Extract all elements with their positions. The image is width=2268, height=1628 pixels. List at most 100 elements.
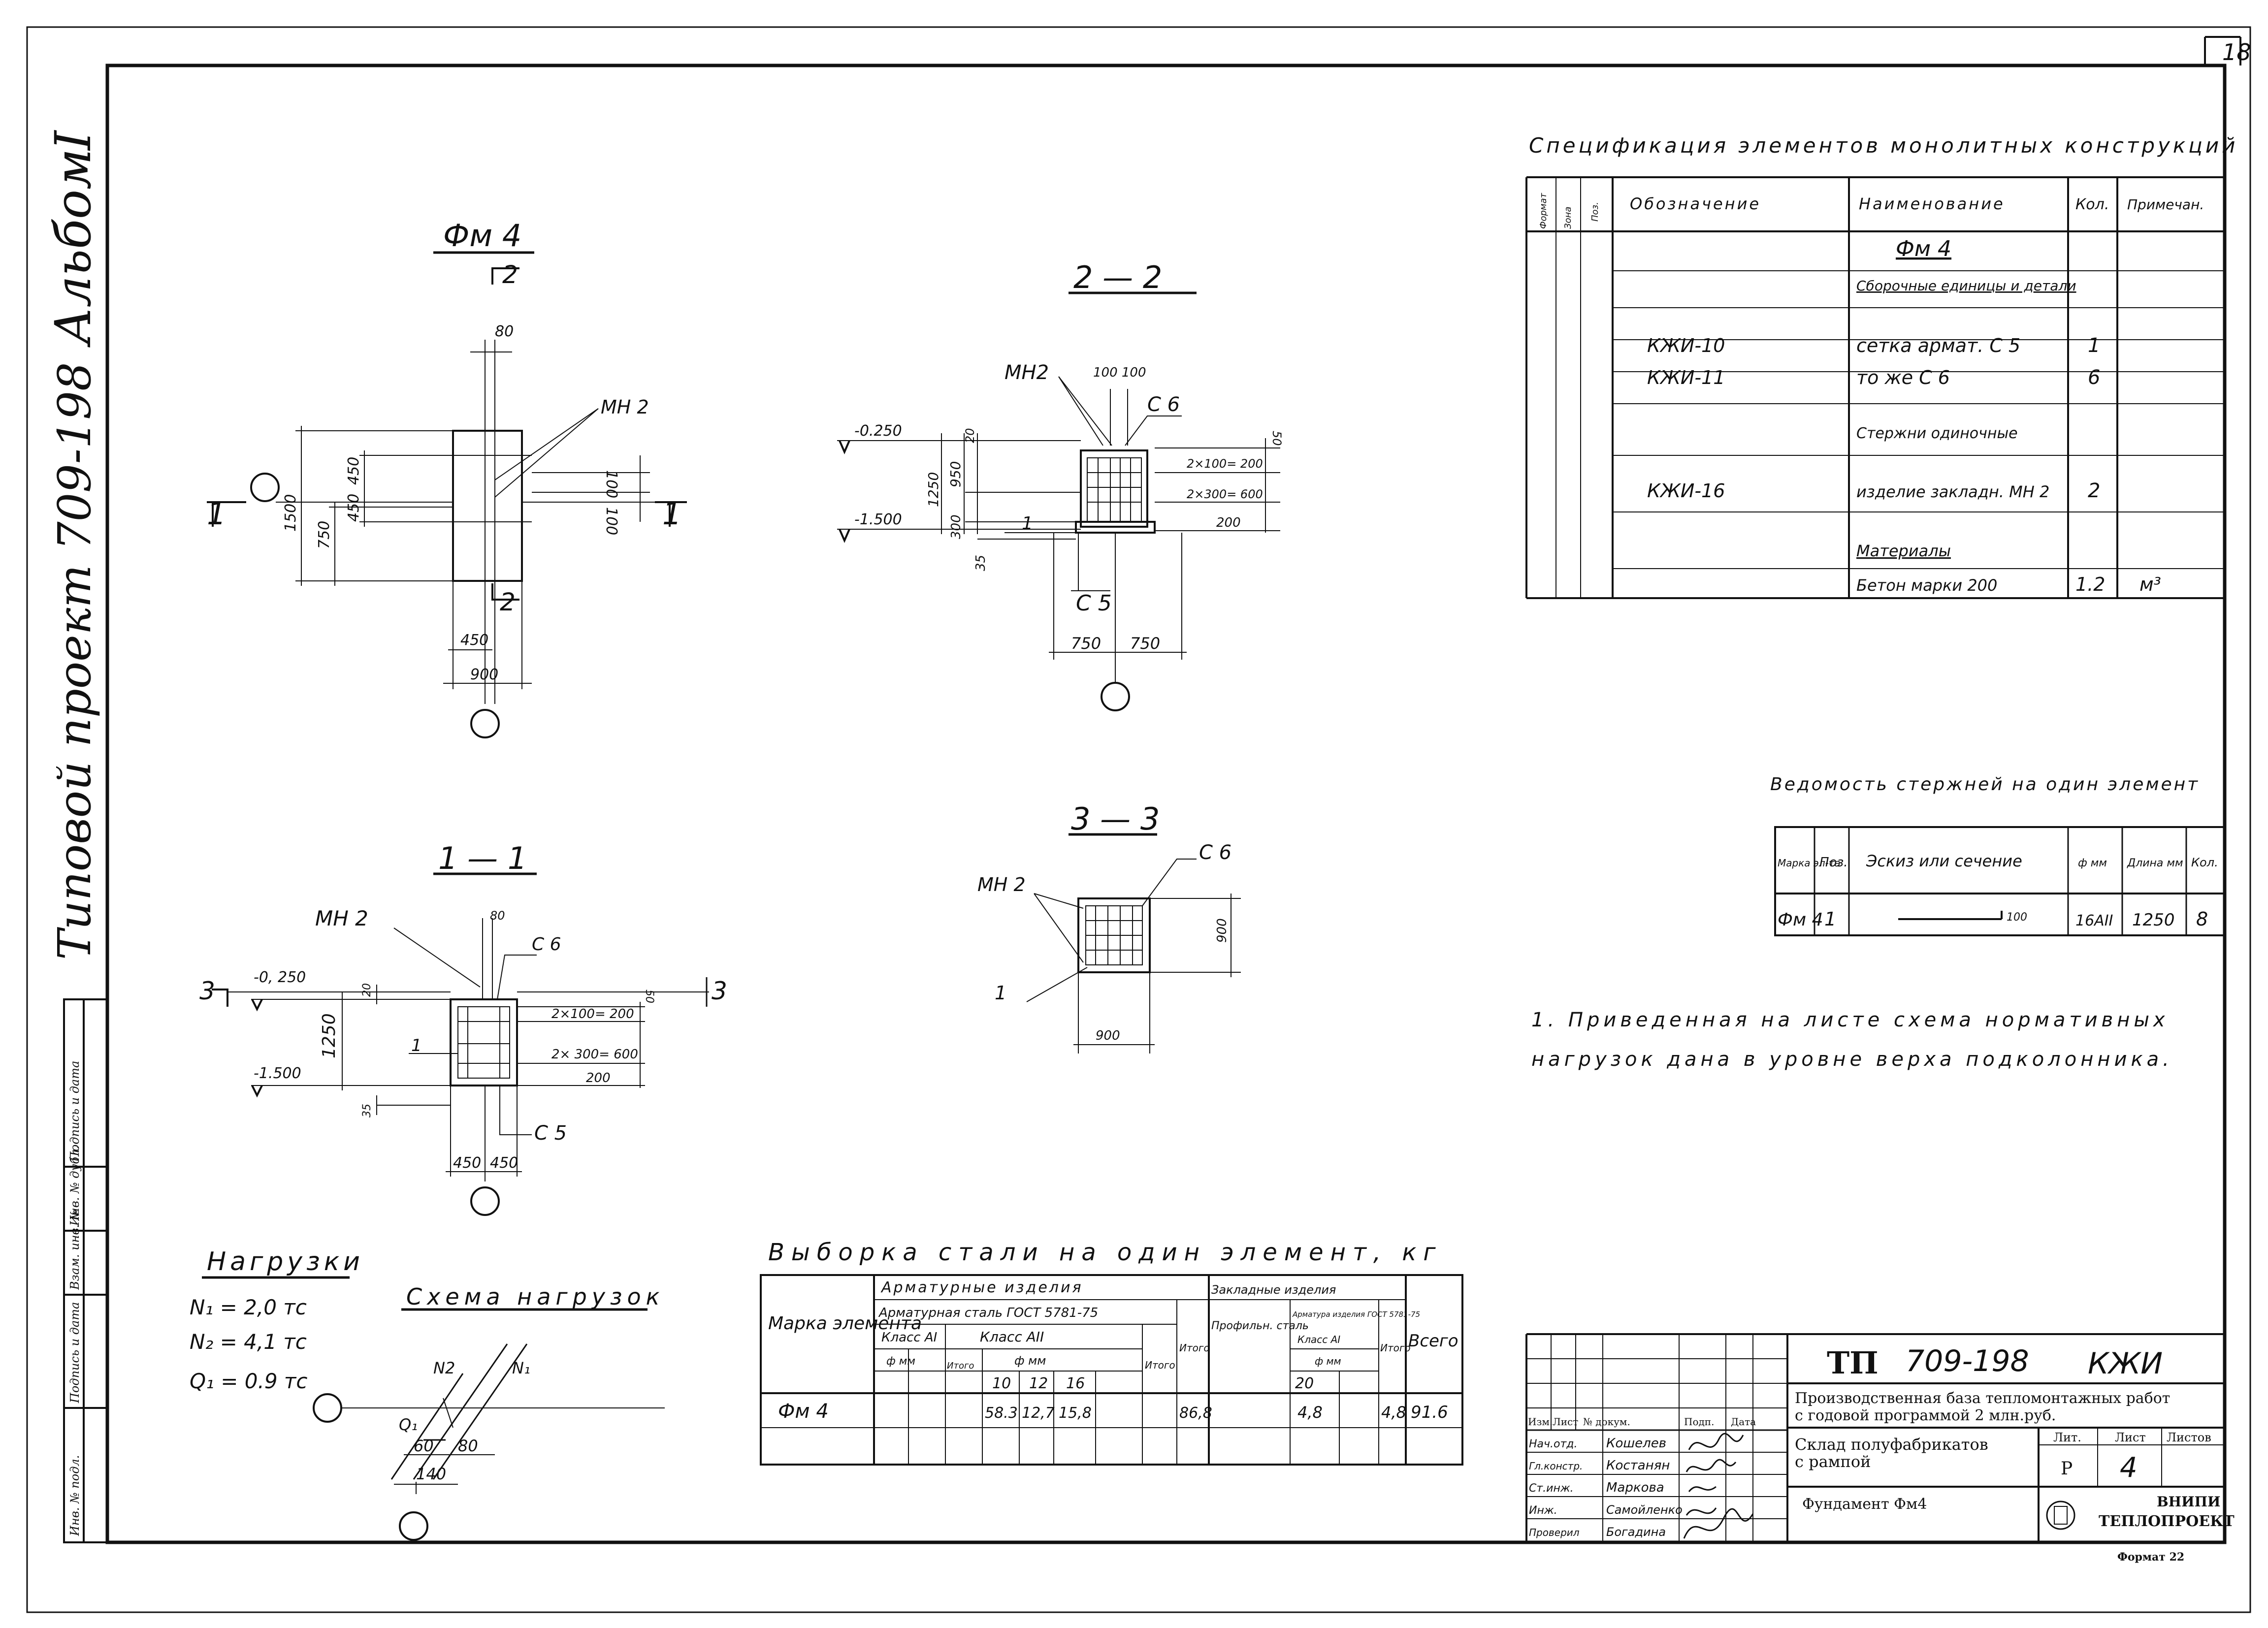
steel-h-embed-gost: Арматура изделия ГОСТ 5781-75 <box>1292 1310 1420 1319</box>
title-block <box>1525 1333 2225 1542</box>
spec-row-4-name: Стержни одиночные <box>1856 425 2018 442</box>
plan-section-2-bot: 2 <box>500 588 516 616</box>
s11-dim-2x300: 2× 300= 600 <box>551 1047 638 1062</box>
s22-level-bot: -1.500 <box>854 511 902 528</box>
spec-h-code: Обозначение <box>1630 194 1761 213</box>
spec-row-7-note: м³ <box>2139 574 2161 595</box>
spec-row-2-name: сетка армат. С 5 <box>1856 335 2020 356</box>
steel-h-total-aii: Итого <box>1145 1359 1175 1371</box>
plan-dim-100a: 100 <box>603 470 620 498</box>
s22-dim-20: 20 <box>963 428 977 443</box>
note-line-2: нагрузок дана в уровне верха подколонник… <box>1531 1048 2173 1071</box>
s11-title: 1 — 1 <box>438 840 527 876</box>
s22-dim-2x100: 2×100= 200 <box>1187 457 1263 471</box>
stamp-h-date: Дата <box>1731 1416 1756 1428</box>
s33-dim-900v: 900 <box>1215 918 1230 943</box>
steel-row-v20: 4,8 <box>1297 1403 1323 1422</box>
plan-dim-450: 450 <box>460 632 488 649</box>
stamp-lit-h: Лит. <box>2053 1431 2081 1444</box>
plan-section-1-right: 1 <box>662 496 681 532</box>
s11-dim-2x100: 2×100= 200 <box>551 1007 634 1021</box>
spec-row-0-name: Фм 4 <box>1896 236 1951 261</box>
steel-row-mark: Фм 4 <box>778 1400 829 1423</box>
spec-row-7-qty: 1.2 <box>2075 574 2105 595</box>
plan-dim-450b: 450 <box>345 494 362 522</box>
rods-h-sketch: Эскиз или сечение <box>1866 852 2022 870</box>
loads-title: Нагрузки <box>207 1247 364 1277</box>
s22-label-c6: С 6 <box>1147 393 1180 416</box>
s11-level-top: -0, 250 <box>254 969 306 986</box>
spec-row-7-name: Бетон марки 200 <box>1856 576 1997 595</box>
s22-dim-35: 35 <box>973 555 988 571</box>
rods-h-qty: Кол. <box>2191 856 2218 869</box>
steel-h-embed: Закладные изделия <box>1211 1283 1336 1297</box>
s11-dim-1250: 1250 <box>319 1013 339 1058</box>
stamp-role-3: Инж. <box>1529 1504 1557 1517</box>
stamp-code: 709-198 <box>1906 1344 2029 1378</box>
load-scheme-title: Схема нагрузок <box>406 1283 664 1310</box>
spec-table <box>1525 176 2225 599</box>
rods-h-len: Длина мм <box>2127 857 2183 869</box>
album-title: Альбом <box>44 149 102 348</box>
s22-label-mn2: МН2 <box>1004 361 1049 384</box>
rods-row-dia: 16АII <box>2075 912 2113 929</box>
s22-dim-750l: 750 <box>1071 634 1101 653</box>
s22-dim-750r: 750 <box>1130 634 1160 653</box>
s22-dim-100: 100 100 <box>1093 365 1146 380</box>
rods-row-mark: Фм 4 <box>1778 910 1823 930</box>
stamp-role-4: Проверил <box>1529 1527 1580 1538</box>
scheme-dim-80: 80 <box>458 1436 478 1455</box>
steel-row-v16: 15,8 <box>1059 1405 1092 1422</box>
stamp-project-line1: Производственная база тепломонтажных раб… <box>1795 1390 2170 1407</box>
load-n2: N₂ = 4,1 тс <box>190 1330 307 1354</box>
steel-h-total-ai: Итого <box>947 1361 974 1371</box>
stamp-project-line2: с годовой программой 2 млн.руб. <box>1795 1407 2056 1424</box>
plan-dim-750: 750 <box>316 521 333 549</box>
steel-row-v12: 12,7 <box>1022 1405 1055 1422</box>
stamp-name-1: Костанян <box>1606 1458 1670 1473</box>
spec-h-qty: Кол. <box>2075 196 2109 213</box>
steel-h-rebar-gost: Арматурная сталь ГОСТ 5781-75 <box>878 1306 1098 1320</box>
steel-dia-16: 16 <box>1066 1375 1085 1392</box>
scheme-n2: N2 <box>433 1359 455 1377</box>
scheme-n1: N₁ <box>512 1359 530 1377</box>
s33-mark-1: 1 <box>995 982 1006 1004</box>
stamp-h-sign: Подп. <box>1684 1416 1714 1428</box>
steel-dia-12: 12 <box>1029 1375 1048 1392</box>
album-number: I <box>44 129 102 151</box>
s22-dim-1250: 1250 <box>925 472 941 507</box>
s33-label-mn2: МН 2 <box>977 874 1026 895</box>
plan-label-mn2: МН 2 <box>601 396 649 418</box>
outer-trim-line <box>26 26 2251 1613</box>
steel-row-sum-rebar: 86,8 <box>1179 1405 1212 1422</box>
stamp-mark: КЖИ <box>2088 1346 2163 1381</box>
spec-row-3-code: КЖИ-11 <box>1647 367 1725 388</box>
steel-h-total-embed: Итого <box>1380 1342 1411 1354</box>
s22-title: 2 — 2 <box>1073 259 1162 295</box>
steel-h-dia-aii: ф мм <box>1014 1354 1046 1368</box>
side-label-4: Подпись и дата <box>68 1061 82 1162</box>
stamp-list: 4 <box>2120 1452 2138 1484</box>
project-number-vertical: Типовой проект 709-198 <box>48 362 101 960</box>
stamp-title-line2: с рампой <box>1795 1452 1871 1471</box>
org-logo <box>2046 1500 2075 1530</box>
stamp-role-2: Ст.инж. <box>1529 1482 1574 1495</box>
spec-h-pos: Поз. <box>1590 202 1600 222</box>
stamp-h-doc: № докум. <box>1583 1416 1630 1428</box>
rods-row-sketch-dim: 100 <box>2007 911 2027 924</box>
steel-h-class-ai2: Класс АI <box>1297 1334 1340 1345</box>
scheme-q1: Q₁ <box>399 1415 418 1434</box>
s11-label-c6: С 6 <box>532 934 561 955</box>
s11-section-3-left: 3 <box>199 977 215 1005</box>
stamp-role-0: Нач.отд. <box>1529 1438 1578 1450</box>
stamp-format: Формат 22 <box>2117 1551 2184 1564</box>
s33-label-c6: С 6 <box>1199 841 1231 864</box>
s22-dim-950: 950 <box>947 461 964 487</box>
s22-dim-50: 50 <box>1270 431 1284 446</box>
s11-dim-35: 35 <box>361 1104 373 1117</box>
rods-row-len: 1250 <box>2132 910 2175 930</box>
spec-row-5-code: КЖИ-16 <box>1647 480 1725 502</box>
stamp-h-list: Лист <box>1553 1416 1578 1428</box>
plan-dim-450a: 450 <box>345 457 362 485</box>
